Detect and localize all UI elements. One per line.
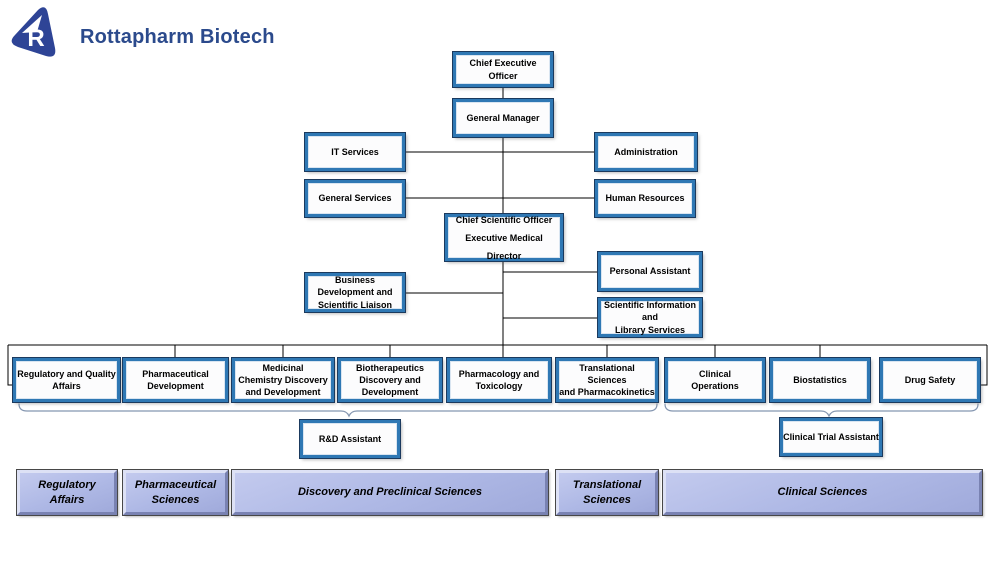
node-it-services: IT Services xyxy=(304,132,406,172)
group-regulatory-affairs: Regulatory Affairs xyxy=(16,469,118,516)
node-general-manager: General Manager xyxy=(452,98,554,138)
node-biostatistics: Biostatistics xyxy=(769,357,871,403)
company-logo-icon: R xyxy=(11,7,56,57)
group-discovery-preclinical-sciences: Discovery and Preclinical Sciences xyxy=(231,469,549,516)
logo-letter: R xyxy=(27,25,44,52)
node-rd-assistant: R&D Assistant xyxy=(299,419,401,459)
group-pharmaceutical-sciences: Pharmaceutical Sciences xyxy=(122,469,229,516)
node-clinical-operations: Clinical Operations xyxy=(664,357,766,403)
node-translational-sciences-pk: Translational Sciences and Pharmacokinet… xyxy=(555,357,659,403)
node-personal-assistant: Personal Assistant xyxy=(597,251,703,292)
node-regulatory-quality-affairs: Regulatory and Quality Affairs xyxy=(12,357,121,403)
node-chief-scientific-officer: Chief Scientific Officer Executive Medic… xyxy=(444,213,564,262)
node-pharmacology-toxicology: Pharmacology and Toxicology xyxy=(446,357,552,403)
node-medicinal-chemistry: Medicinal Chemistry Discovery and Develo… xyxy=(231,357,335,403)
node-chief-executive-officer: Chief Executive Officer xyxy=(452,51,554,88)
company-name: Rottapharm Biotech xyxy=(80,26,275,48)
node-scientific-information: Scientific Information and Library Servi… xyxy=(597,297,703,338)
group-translational-sciences: Translational Sciences xyxy=(555,469,659,516)
node-administration: Administration xyxy=(594,132,698,172)
group-brackets xyxy=(18,403,979,418)
node-business-development: Business Development and Scientific Liai… xyxy=(304,272,406,313)
node-clinical-trial-assistant: Clinical Trial Assistant xyxy=(779,417,883,457)
node-general-services: General Services xyxy=(304,179,406,218)
group-clinical-sciences: Clinical Sciences xyxy=(662,469,983,516)
node-biotherapeutics: Biotherapeutics Discovery and Developmen… xyxy=(337,357,443,403)
node-pharmaceutical-development: Pharmaceutical Development xyxy=(122,357,229,403)
node-human-resources: Human Resources xyxy=(594,179,696,218)
node-drug-safety: Drug Safety xyxy=(879,357,981,403)
